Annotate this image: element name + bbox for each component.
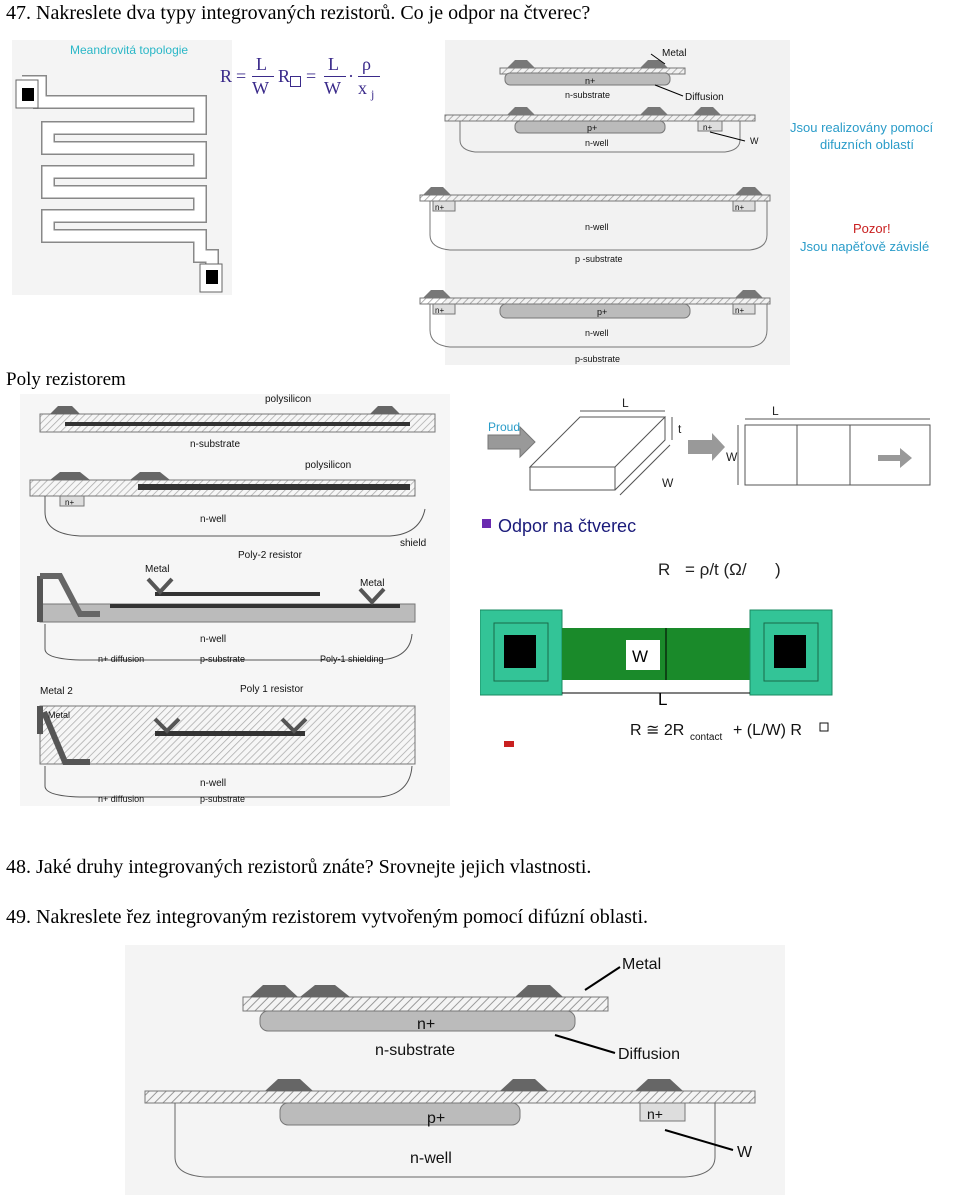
contact-pad-bottom <box>206 270 218 284</box>
svg-text:n+: n+ <box>735 306 744 315</box>
svg-text:W: W <box>750 136 759 146</box>
contact-pad-top <box>22 88 34 101</box>
question-48: 48. Jaké druhy integrovaných rezistorů z… <box>6 856 592 878</box>
svg-text:p-substrate: p-substrate <box>200 794 245 804</box>
svg-text:Pozor!: Pozor! <box>853 221 891 236</box>
sheet-resistance-figure: Proud L t W L W Odpor na čtverec R = ρ/t… <box>480 396 931 747</box>
svg-text:n-well: n-well <box>200 514 226 525</box>
svg-text:p+: p+ <box>587 123 597 133</box>
svg-text:n-substrate: n-substrate <box>565 90 610 100</box>
poly-resistor-title: Poly rezistorem <box>6 369 126 390</box>
svg-text:p-substrate: p-substrate <box>575 354 620 364</box>
svg-text:n-substrate: n-substrate <box>375 1042 455 1059</box>
svg-text:R: R <box>658 560 670 579</box>
svg-text:polysilicon: polysilicon <box>265 394 311 405</box>
svg-text:L: L <box>658 690 667 709</box>
svg-text:n+: n+ <box>65 498 74 507</box>
svg-text:n+: n+ <box>585 76 595 86</box>
svg-text:Poly-1 shielding: Poly-1 shielding <box>320 654 384 664</box>
svg-text:n-well: n-well <box>585 328 609 338</box>
svg-text:p+: p+ <box>427 1110 445 1127</box>
svg-text:p-substrate: p-substrate <box>200 654 245 664</box>
diffusion-resistor-large-figure: Metal n+ n-substrate Diffusion p+ n+ W n… <box>125 945 785 1195</box>
svg-text:L: L <box>622 396 629 410</box>
question-47: 47. Nakreslete dva typy integrovaných re… <box>6 2 591 24</box>
svg-text:n+: n+ <box>435 306 444 315</box>
svg-text:W: W <box>662 476 674 490</box>
svg-text:n+ diffusion: n+ diffusion <box>98 794 144 804</box>
question-49: 49. Nakreslete řez integrovaným rezistor… <box>6 906 649 928</box>
svg-text:L: L <box>772 404 779 418</box>
svg-text:= ρ/t (Ω/: = ρ/t (Ω/ <box>685 560 747 579</box>
svg-text:): ) <box>775 560 781 579</box>
svg-text:polysilicon: polysilicon <box>305 460 351 471</box>
svg-text:n+: n+ <box>647 1106 663 1122</box>
svg-text:Metal: Metal <box>662 48 686 59</box>
poly-resistor-figure: polysilicon n-substrate polysilicon n+ n… <box>20 394 450 806</box>
svg-text:Metal 2: Metal 2 <box>40 686 73 697</box>
svg-text:contact: contact <box>690 732 722 743</box>
diffusion-resistor-figure: Metal n+ n-substrate Diffusion p+ n+ n-w… <box>419 40 933 365</box>
svg-text:Diffusion: Diffusion <box>685 92 724 103</box>
resistance-formula: R = L W R = L W · ρ x j <box>220 54 390 104</box>
svg-text:Metal: Metal <box>622 956 661 973</box>
svg-text:Metal: Metal <box>360 578 384 589</box>
meander-topology-figure: Meandrovitá topologie <box>12 40 232 295</box>
svg-text:difuzních oblastí: difuzních oblastí <box>820 137 914 152</box>
svg-text:n-well: n-well <box>200 634 226 645</box>
svg-text:Metal: Metal <box>145 564 169 575</box>
svg-text:W: W <box>737 1144 753 1161</box>
svg-text:Poly-2 resistor: Poly-2 resistor <box>238 550 303 561</box>
svg-text:n-well: n-well <box>585 222 609 232</box>
svg-text:n+ diffusion: n+ diffusion <box>98 654 144 664</box>
svg-text:Proud: Proud <box>488 420 520 434</box>
svg-text:Diffusion: Diffusion <box>618 1046 680 1063</box>
svg-text:n+: n+ <box>703 123 712 132</box>
svg-text:shield: shield <box>400 538 426 549</box>
svg-text:Jsou realizovány pomocí: Jsou realizovány pomocí <box>790 120 933 135</box>
svg-text:p+: p+ <box>597 307 607 317</box>
svg-text:n-substrate: n-substrate <box>190 439 240 450</box>
svg-text:+ (L/W) R: + (L/W) R <box>733 722 802 739</box>
svg-text:t: t <box>678 422 682 436</box>
svg-text:Poly 1 resistor: Poly 1 resistor <box>240 684 304 695</box>
svg-text:n-well: n-well <box>410 1150 452 1167</box>
meander-label: Meandrovitá topologie <box>70 43 188 57</box>
svg-text:W: W <box>726 450 738 464</box>
svg-text:Metal: Metal <box>48 710 70 720</box>
svg-text:W: W <box>632 647 648 666</box>
svg-text:n+: n+ <box>417 1016 435 1033</box>
svg-text:R ≅ 2R: R ≅ 2R <box>630 722 684 739</box>
svg-text:n-well: n-well <box>585 138 609 148</box>
svg-text:p -substrate: p -substrate <box>575 254 623 264</box>
svg-text:Jsou napěťově závislé: Jsou napěťově závislé <box>800 239 929 254</box>
svg-text:n-well: n-well <box>200 778 226 789</box>
svg-text:n+: n+ <box>735 203 744 212</box>
svg-text:n+: n+ <box>435 203 444 212</box>
svg-text:Odpor na čtverec: Odpor na čtverec <box>498 516 636 536</box>
